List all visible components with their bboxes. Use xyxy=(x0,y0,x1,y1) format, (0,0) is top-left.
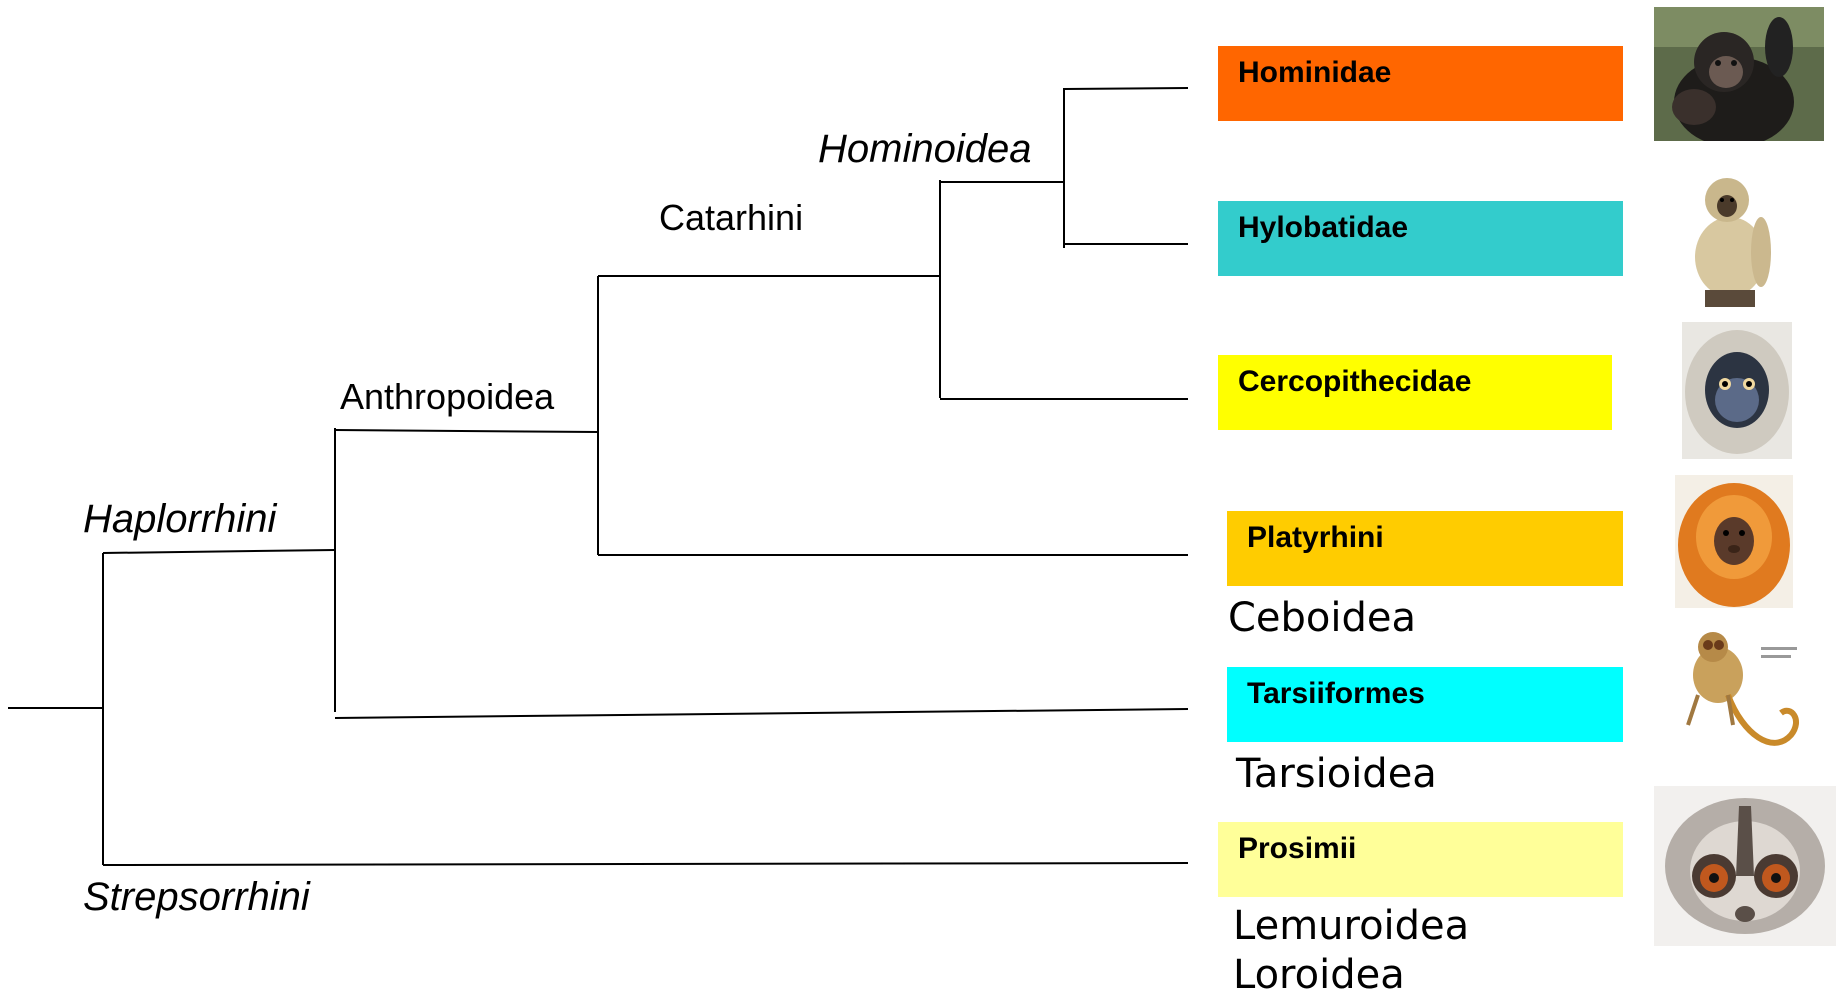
taxon-box-prosimii: Prosimii xyxy=(1218,822,1623,897)
taxon-box-hylobatidae: Hylobatidae xyxy=(1218,201,1623,276)
subgroup-label-lemuroidea: Lemuroidea xyxy=(1233,903,1470,949)
strepsorrhini-branch xyxy=(102,862,1189,866)
clade-label-catarhini: Catarhini xyxy=(659,197,804,238)
langur-photo xyxy=(1682,322,1792,459)
taxon-box-cercopithecidae: Cercopithecidae xyxy=(1218,355,1612,430)
tamarin-photo xyxy=(1675,475,1793,608)
taxon-label-cercopithecidae: Cercopithecidae xyxy=(1238,364,1472,398)
taxon-box-tarsiiformes: Tarsiiformes xyxy=(1227,667,1623,742)
taxon-label-hylobatidae: Hylobatidae xyxy=(1238,210,1409,244)
haplorrhini-branch xyxy=(102,549,336,554)
taxon-box-hominidae: Hominidae xyxy=(1218,46,1623,121)
taxon-label-hominidae: Hominidae xyxy=(1238,55,1392,89)
taxon-label-platyrhini: Platyrhini xyxy=(1247,520,1384,554)
tarsier-photo xyxy=(1673,625,1810,762)
subgroup-label-loroidea: Loroidea xyxy=(1233,952,1405,998)
subgroup-label-ceboidea: Ceboidea xyxy=(1228,595,1417,641)
tarsiiformes-branch xyxy=(334,708,1189,719)
anthropoidea-branch xyxy=(334,429,599,433)
clade-label-anthropoidea: Anthropoidea xyxy=(340,376,555,417)
chimpanzee-photo xyxy=(1654,7,1824,141)
clade-label-strepsorrhini: Strepsorrhini xyxy=(83,875,310,919)
taxon-label-tarsiiformes: Tarsiiformes xyxy=(1247,676,1425,710)
taxon-box-platyrhini: Platyrhini xyxy=(1227,511,1623,586)
clade-label-haplorrhini: Haplorrhini xyxy=(83,497,277,541)
clade-label-hominoidea: Hominoidea xyxy=(818,127,1032,171)
hominidae-branch xyxy=(1063,87,1189,90)
taxon-label-prosimii: Prosimii xyxy=(1238,831,1357,865)
loris-photo xyxy=(1654,786,1836,946)
gibbon-photo xyxy=(1675,162,1785,307)
subgroup-label-tarsioidea: Tarsioidea xyxy=(1236,751,1437,797)
